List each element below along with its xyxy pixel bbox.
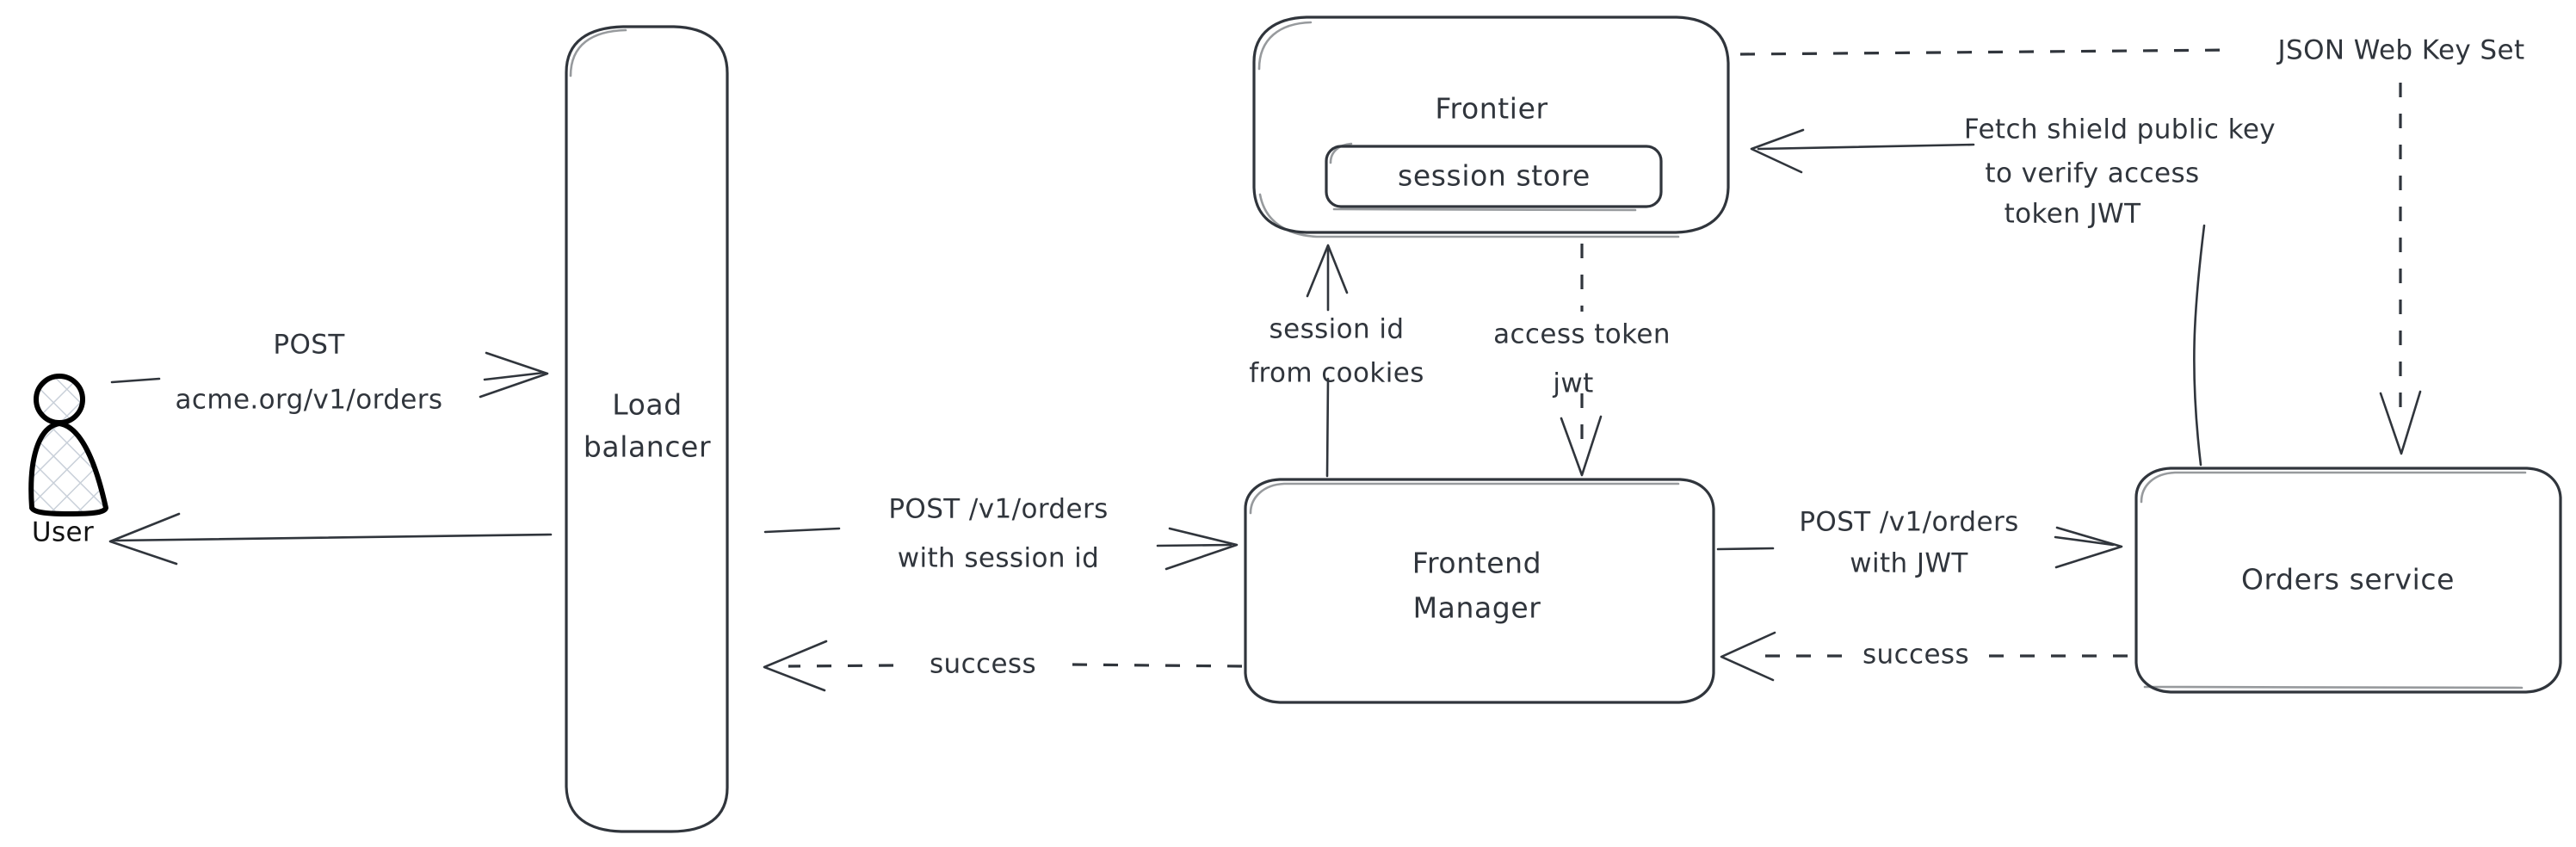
load-balancer-label-line2: balancer bbox=[584, 430, 711, 464]
edge-lb-to-fm-line-left bbox=[763, 527, 841, 534]
edge-frontier-to-fm-label-line1: access token bbox=[1493, 319, 1671, 350]
node-frontend-manager[interactable]: Frontend Manager bbox=[1244, 478, 1715, 704]
edge-orders-to-frontier-label-line2: to verify access bbox=[1985, 158, 2199, 189]
edge-frontier-to-orders-service[interactable]: JSON Web Key Set bbox=[1739, 35, 2525, 455]
edge-user-to-lb-line-right bbox=[483, 371, 546, 381]
edge-fm-to-frontier-label-line2: from cookies bbox=[1249, 358, 1424, 389]
edge-lb-to-fm-line-right bbox=[1156, 543, 1232, 547]
orders-service-shape-sketch bbox=[2140, 471, 2527, 689]
edge-frontier-to-frontend-manager[interactable]: access token jwt bbox=[1493, 244, 1671, 477]
edge-orders-to-frontier-arrowhead bbox=[1750, 128, 1805, 174]
edge-user-to-lb-line-left bbox=[110, 377, 161, 384]
edge-lb-to-fm-arrowhead bbox=[1164, 527, 1239, 571]
edge-fm-to-lb-label: success bbox=[930, 649, 1036, 680]
edge-fm-to-frontier-arrowhead bbox=[1306, 244, 1349, 298]
edge-fm-to-orders-label-line2: with JWT bbox=[1850, 548, 1968, 579]
edge-fm-to-lb-arrowhead bbox=[763, 640, 828, 692]
edge-fm-to-frontier-label-line1: session id bbox=[1269, 314, 1405, 345]
orders-service-shape bbox=[2134, 467, 2562, 694]
edge-orders-service-to-frontend-manager[interactable]: success bbox=[1720, 631, 2128, 682]
edge-fm-to-lb-line-right bbox=[1069, 663, 1243, 668]
edge-frontier-to-orders-label: JSON Web Key Set bbox=[2276, 35, 2524, 66]
session-store-label: session store bbox=[1398, 159, 1591, 193]
load-balancer-label-line1: Load bbox=[612, 388, 683, 422]
edge-orders-to-frontier-label-line1: Fetch shield public key bbox=[1964, 114, 2276, 145]
edge-user-to-load-balancer[interactable]: POST acme.org/v1/orders bbox=[110, 330, 549, 416]
edge-lb-to-user-line bbox=[112, 533, 553, 542]
session-store-shape bbox=[1325, 145, 1663, 208]
node-orders-service[interactable]: Orders service bbox=[2134, 467, 2562, 694]
node-frontier[interactable]: Frontier session store bbox=[1252, 15, 1730, 238]
node-load-balancer[interactable]: Load balancer bbox=[565, 25, 729, 833]
edge-orders-service-to-frontier[interactable]: Fetch shield public key to verify access… bbox=[1750, 114, 2276, 467]
edge-fm-to-orders-line-right bbox=[2054, 535, 2115, 547]
user-head-icon bbox=[34, 374, 85, 425]
node-user[interactable]: User bbox=[28, 374, 108, 548]
load-balancer-shape bbox=[565, 25, 729, 833]
edge-frontier-to-orders-line-horizontal bbox=[1739, 48, 2234, 56]
edge-user-to-lb-label-line1: POST bbox=[273, 330, 345, 361]
edge-orders-to-frontier-curve bbox=[2193, 224, 2206, 467]
frontier-shape-sketch bbox=[1257, 21, 1680, 238]
orders-service-label: Orders service bbox=[2241, 563, 2455, 597]
load-balancer-shape-sketch bbox=[569, 28, 627, 77]
edge-user-to-lb-arrowhead bbox=[479, 351, 549, 399]
edge-lb-to-fm-label-line1: POST /v1/orders bbox=[888, 494, 1108, 525]
edge-load-balancer-to-user[interactable] bbox=[108, 512, 553, 566]
edge-orders-to-fm-label: success bbox=[1863, 640, 1969, 671]
session-store-shape-sketch bbox=[1329, 142, 1637, 212]
edge-frontend-manager-to-orders-service[interactable]: POST /v1/orders with JWT bbox=[1716, 507, 2123, 579]
edge-frontend-manager-to-load-balancer[interactable]: success bbox=[763, 640, 1243, 692]
frontend-manager-label-line1: Frontend bbox=[1412, 547, 1541, 580]
edge-load-balancer-to-frontend-manager[interactable]: POST /v1/orders with session id bbox=[763, 494, 1239, 574]
edge-frontend-manager-to-frontier[interactable]: session id from cookies bbox=[1249, 244, 1424, 478]
edge-fm-to-orders-arrowhead bbox=[2054, 526, 2123, 569]
edge-frontier-to-fm-label-line2: jwt bbox=[1552, 368, 1593, 399]
edge-orders-to-frontier-label-line3: token JWT bbox=[2005, 199, 2142, 230]
edge-orders-to-frontier-line bbox=[1757, 143, 1975, 151]
node-session-store[interactable]: session store bbox=[1325, 142, 1663, 212]
user-label: User bbox=[32, 517, 94, 548]
user-body-icon bbox=[28, 421, 108, 516]
edge-lb-to-fm-label-line2: with session id bbox=[898, 543, 1100, 574]
edge-lb-to-user-arrowhead bbox=[108, 512, 181, 566]
edge-fm-to-orders-label-line1: POST /v1/orders bbox=[1799, 507, 2018, 538]
edge-frontier-to-fm-arrowhead bbox=[1560, 415, 1603, 477]
edge-fm-to-orders-line-left bbox=[1716, 547, 1775, 551]
frontier-label: Frontier bbox=[1435, 92, 1547, 126]
frontend-manager-shape-sketch bbox=[1249, 482, 1680, 515]
edge-orders-to-fm-arrowhead bbox=[1720, 631, 1776, 682]
edge-fm-to-lb-line-left bbox=[788, 664, 894, 668]
edge-user-to-lb-label-line2: acme.org/v1/orders bbox=[176, 385, 443, 416]
frontend-manager-label-line2: Manager bbox=[1413, 591, 1541, 625]
edge-fm-to-frontier-line-lower bbox=[1325, 377, 1330, 478]
edge-frontier-to-orders-arrowhead bbox=[2379, 390, 2422, 455]
frontend-manager-shape bbox=[1244, 478, 1715, 704]
